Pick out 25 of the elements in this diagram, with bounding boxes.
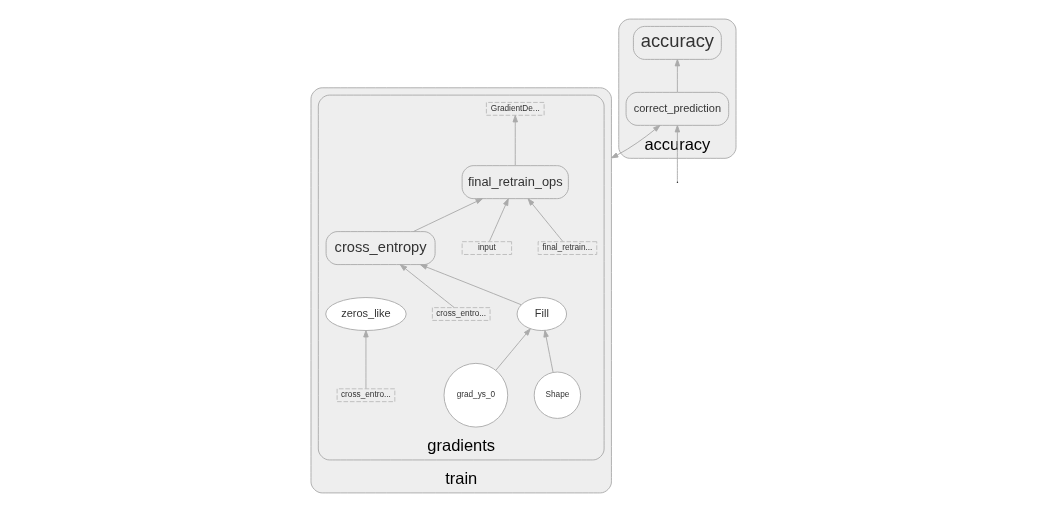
node-ellipse: Fill <box>516 297 567 331</box>
node-box: cross_entropy <box>325 231 436 266</box>
node-box: accuracy <box>632 25 722 60</box>
node-box: input <box>461 241 513 255</box>
node-box: final_retrain_ops <box>461 165 569 200</box>
arrow <box>674 125 681 182</box>
node-box: GradientDe... <box>485 102 545 116</box>
arrow <box>420 264 522 306</box>
node-box: correct_prediction <box>625 91 730 126</box>
node-box: cross_entro... <box>431 307 491 321</box>
arrow <box>363 330 369 390</box>
arrow <box>399 264 455 308</box>
node-circle: Shape <box>533 371 582 419</box>
arrow <box>527 198 564 242</box>
node-box: final_retrain... <box>537 241 598 255</box>
arrow <box>674 59 681 93</box>
node-box: cross_entro... <box>336 388 396 403</box>
arrow <box>413 198 483 232</box>
arrow <box>489 198 509 242</box>
node-circle: grad_ys_0 <box>443 362 509 428</box>
arrow <box>495 328 531 371</box>
arrow <box>512 115 518 166</box>
arrow <box>543 329 554 373</box>
arrow <box>610 125 661 159</box>
node-ellipse: zeros_like <box>325 297 407 331</box>
